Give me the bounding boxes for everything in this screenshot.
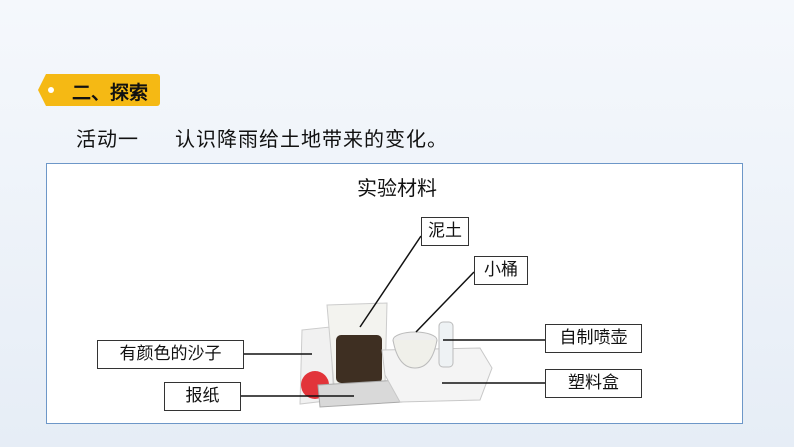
- spray-bottle: [438, 321, 454, 368]
- activity-text: 认识降雨给土地带来的变化。: [175, 127, 448, 151]
- label-soil: 泥土: [421, 217, 469, 246]
- activity-heading: 活动一 认识降雨给土地带来的变化。: [76, 123, 448, 152]
- soil-bag: [326, 302, 388, 386]
- panel-title: 实验材料: [357, 176, 437, 200]
- activity-label: 活动一: [76, 127, 139, 151]
- newspaper-roll: [317, 379, 403, 408]
- label-sprayer: 自制喷壶: [545, 324, 642, 353]
- section-title: 二、探索: [72, 82, 149, 104]
- label-bucket: 小桶: [474, 256, 528, 285]
- label-colored-sand: 有颜色的沙子: [97, 340, 244, 369]
- label-plastic-box: 塑料盒: [545, 369, 642, 398]
- leader-lines: [240, 235, 545, 397]
- section-badge: 二、探索: [38, 74, 160, 106]
- label-newspaper: 报纸: [164, 382, 241, 411]
- dot-icon: [48, 87, 54, 93]
- bucket: [392, 331, 438, 369]
